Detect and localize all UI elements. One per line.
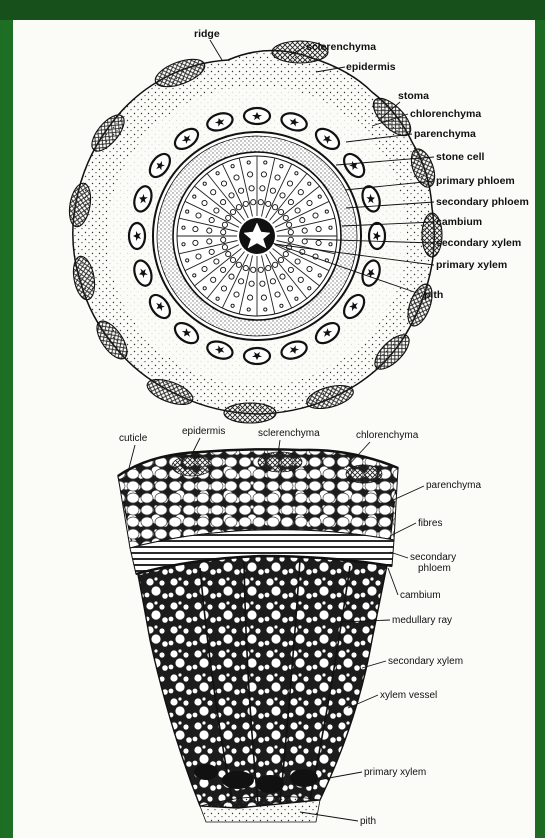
transverse-section xyxy=(66,41,442,423)
label-secondary-phloem: secondary phloem xyxy=(436,196,529,208)
label-cambium-bottom: cambium xyxy=(400,590,441,601)
stone-cell xyxy=(244,348,270,364)
label-primary-xylem-bottom: primary xylem xyxy=(364,767,426,778)
label-sclerenchyma: sclerenchyma xyxy=(306,41,376,53)
label-pith-bottom: pith xyxy=(360,816,376,827)
stone-cell xyxy=(244,108,270,124)
label-sclerenchyma-bottom: sclerenchyma xyxy=(258,428,320,439)
label-pith-top: pith xyxy=(424,289,443,301)
stone-cell xyxy=(369,223,385,249)
label-primary-xylem: primary xylem xyxy=(436,259,507,271)
label-chlorenchyma-bottom: chlorenchyma xyxy=(356,430,419,441)
label-xylem-vessel: xylem vessel xyxy=(380,690,437,701)
label-cambium-top: cambium xyxy=(436,216,482,228)
label-chlorenchyma-top: chlorenchyma xyxy=(410,108,481,120)
sector-section xyxy=(118,449,398,822)
label-stone-cell: stone cell xyxy=(436,151,485,163)
label-fibres: fibres xyxy=(418,518,442,529)
label-parenchyma-bottom: parenchyma xyxy=(426,480,481,491)
label-secondary-phloem-line2: phloem xyxy=(418,563,451,574)
label-secondary-xylem: secondary xylem xyxy=(436,237,521,249)
label-cuticle: cuticle xyxy=(119,433,148,444)
label-secondary-phloem-line1: secondary xyxy=(410,552,456,563)
label-primary-phloem: primary phloem xyxy=(436,175,515,187)
label-stoma: stoma xyxy=(398,90,429,102)
label-medullary-ray: medullary ray xyxy=(392,615,452,626)
label-epidermis: epidermis xyxy=(346,61,396,73)
label-ridge: ridge xyxy=(194,28,220,40)
label-secondary-xylem-bottom: secondary xylem xyxy=(388,656,463,667)
label-parenchyma-top: parenchyma xyxy=(414,128,476,140)
label-epidermis-bottom: epidermis xyxy=(182,426,225,437)
stone-cell xyxy=(129,223,145,249)
